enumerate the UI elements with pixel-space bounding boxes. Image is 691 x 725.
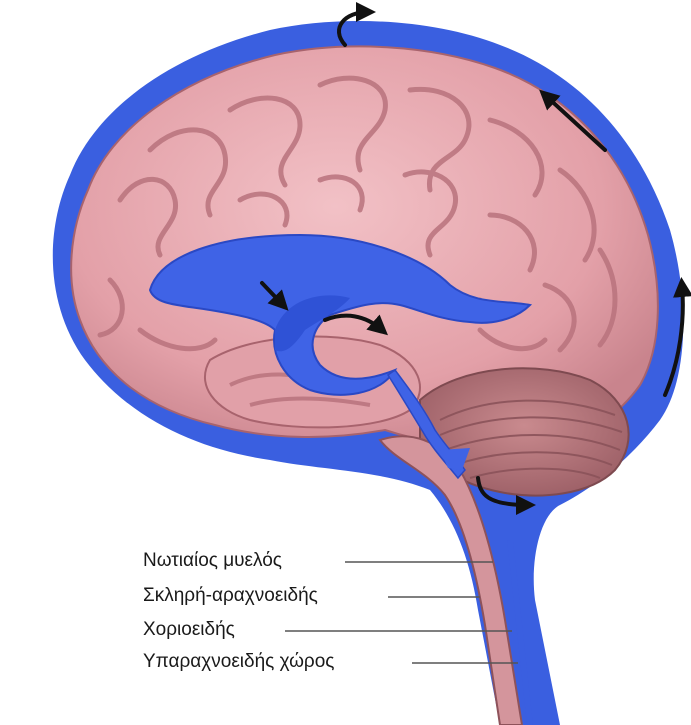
label-choroid: Χοριοειδής: [143, 619, 235, 641]
label-dura-arachnoid: Σκληρή-αραχνοειδής: [143, 585, 318, 607]
label-subarachnoid-space: Υπαραχνοειδής χώρος: [143, 651, 334, 673]
label-spinal-cord: Νωτιαίος μυελός: [143, 550, 282, 572]
